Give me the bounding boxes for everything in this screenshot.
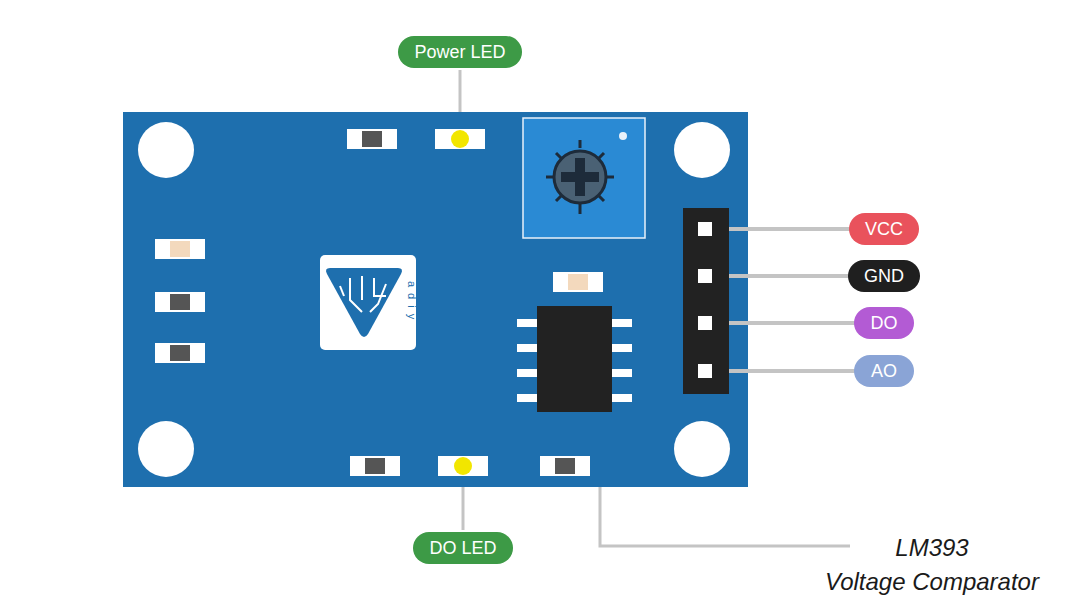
potentiometer xyxy=(523,118,645,238)
pill-text: GND xyxy=(864,266,904,286)
pill-text: DO LED xyxy=(429,538,496,558)
logo-text: adiy xyxy=(406,281,418,325)
pin-pill: DO xyxy=(854,307,914,339)
pin-pill: VCC xyxy=(849,213,919,245)
part-name: LM393 xyxy=(895,534,968,562)
callout-pill: Power LED xyxy=(398,36,521,68)
pin-pill: AO xyxy=(854,355,914,387)
pill-text: DO xyxy=(871,313,898,333)
logo xyxy=(320,255,416,350)
pill-text: AO xyxy=(871,361,897,381)
pin-pill: GND xyxy=(848,260,920,292)
lm393-chip xyxy=(517,306,632,412)
callout-pill: DO LED xyxy=(413,532,512,564)
pcb-board xyxy=(123,112,748,487)
part-description: Voltage Comparator xyxy=(825,568,1039,596)
pill-text: VCC xyxy=(865,219,903,239)
pill-text: Power LED xyxy=(414,42,505,62)
pin-header xyxy=(683,208,729,394)
leds xyxy=(435,129,488,476)
